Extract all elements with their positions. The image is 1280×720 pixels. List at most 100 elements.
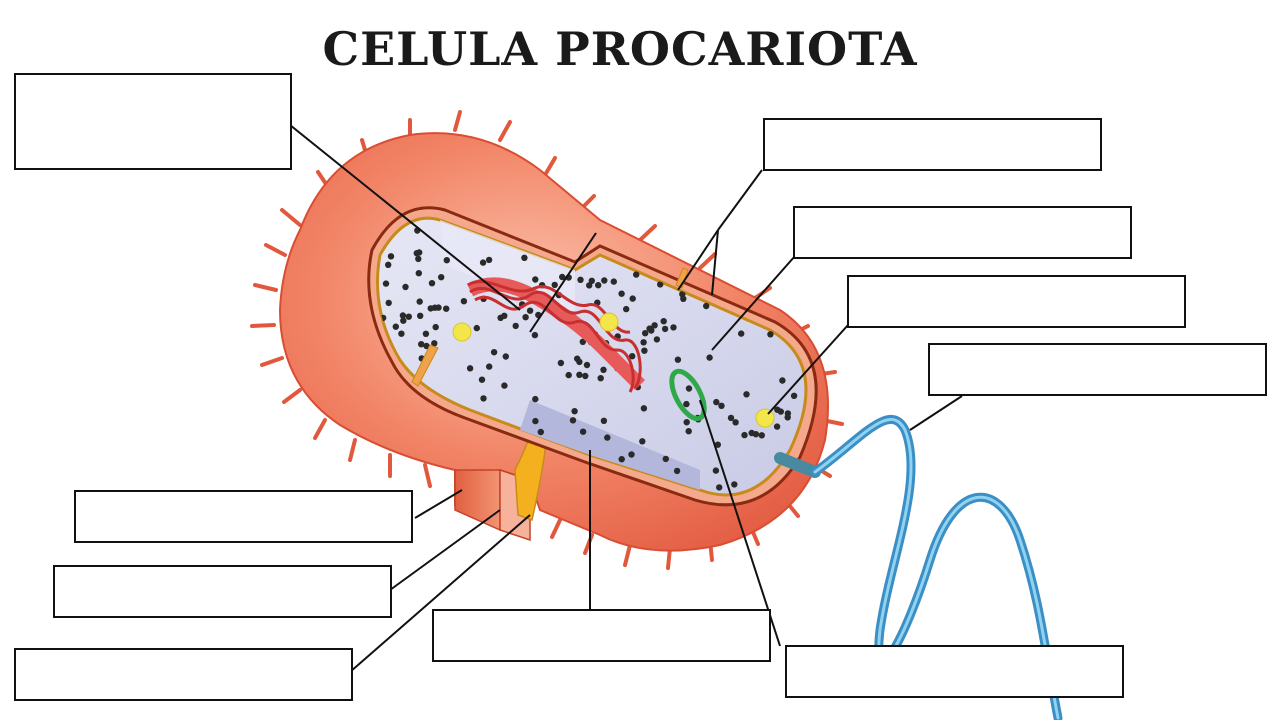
ribosome (718, 402, 725, 409)
ribosome (712, 467, 720, 474)
ribosome (405, 313, 412, 320)
ribosome (565, 371, 572, 379)
ribosome (427, 305, 434, 312)
ribosome (670, 324, 677, 331)
ribosome (415, 270, 422, 277)
ribosome (706, 354, 713, 361)
ribosome (479, 259, 487, 266)
label-box-8[interactable] (14, 648, 353, 701)
ribosome (385, 299, 392, 307)
ribosome (610, 278, 617, 285)
ribosome (641, 347, 648, 354)
ribosome (574, 355, 581, 362)
ribosome (532, 276, 539, 283)
ribosome (732, 419, 739, 426)
ribosome (417, 312, 424, 319)
ribosome (559, 273, 566, 281)
ribosome (576, 371, 583, 378)
ribosome (399, 312, 407, 319)
ribosome (480, 395, 487, 402)
ribosome (382, 280, 390, 287)
ribosome (551, 281, 558, 289)
ribosome (601, 277, 608, 284)
ribosome (531, 331, 539, 339)
ribosome (628, 451, 635, 458)
ribosome (633, 271, 640, 278)
ribosome (758, 432, 765, 439)
ribosome (597, 375, 604, 382)
ribosome (432, 323, 439, 331)
ribosome (501, 312, 508, 319)
label-box-2[interactable] (763, 118, 1102, 171)
ribosome (485, 256, 493, 264)
ribosome (623, 305, 630, 313)
ribosome (642, 330, 649, 337)
ribosome (727, 414, 735, 422)
ribosome (662, 455, 669, 463)
leader-lines (289, 124, 963, 673)
ribosome (512, 322, 519, 330)
ribosome (526, 307, 534, 314)
label-box-1[interactable] (14, 73, 292, 170)
ribosome (640, 339, 647, 346)
ribosome (579, 428, 587, 435)
ribosome (443, 305, 450, 312)
ribosome (431, 340, 438, 347)
label-box-9[interactable] (432, 609, 771, 662)
label-box-6[interactable] (74, 490, 413, 543)
ribosome (416, 298, 423, 305)
ribosome (473, 324, 480, 332)
ribosome (685, 428, 692, 435)
ribosome (743, 391, 750, 398)
ribosome (716, 484, 723, 491)
ribosome (646, 325, 653, 332)
ribosome (779, 377, 786, 384)
ribosome (571, 408, 578, 415)
ribosome (557, 359, 565, 367)
ribosome (731, 481, 738, 488)
ribosome (653, 336, 661, 343)
ribosome (400, 317, 407, 324)
ribosome (680, 295, 687, 302)
label-box-5[interactable] (928, 343, 1267, 396)
ribosome (741, 431, 748, 439)
ribosome (466, 365, 474, 372)
ribosome (583, 361, 591, 369)
ribosome (657, 281, 664, 288)
ribosome (438, 274, 445, 281)
ribosome (629, 353, 636, 360)
ribosome (579, 338, 586, 345)
ribosome (618, 456, 625, 463)
ribosome (604, 434, 611, 441)
ribosome (486, 363, 493, 370)
ribosome (586, 282, 593, 289)
ribosome (435, 304, 442, 311)
cutaway-floor (520, 400, 700, 490)
ribosome (683, 400, 690, 408)
ribosome (683, 419, 690, 426)
ribosome (532, 395, 539, 403)
ribosome (660, 318, 667, 325)
ribosome (398, 330, 405, 337)
ribosome (703, 302, 710, 310)
granules (452, 312, 775, 428)
ribosome (569, 417, 577, 424)
ribosome (422, 330, 430, 337)
ribosome (537, 428, 544, 436)
ribosome (413, 250, 420, 257)
diagram-title: CELULA PROCARIOTA (322, 22, 918, 76)
ribosome (502, 353, 509, 360)
ribosome (673, 467, 681, 475)
label-box-10[interactable] (785, 645, 1124, 698)
ribosome (423, 342, 430, 350)
label-box-4[interactable] (847, 275, 1186, 328)
ribosome (651, 322, 658, 329)
nucleoid (466, 277, 645, 393)
ribosome (767, 331, 774, 338)
ribosome (521, 254, 528, 261)
ribosome (415, 255, 422, 263)
label-box-3[interactable] (793, 206, 1132, 259)
ribosome (639, 438, 646, 445)
ribosome (618, 290, 625, 297)
label-box-7[interactable] (53, 565, 392, 618)
